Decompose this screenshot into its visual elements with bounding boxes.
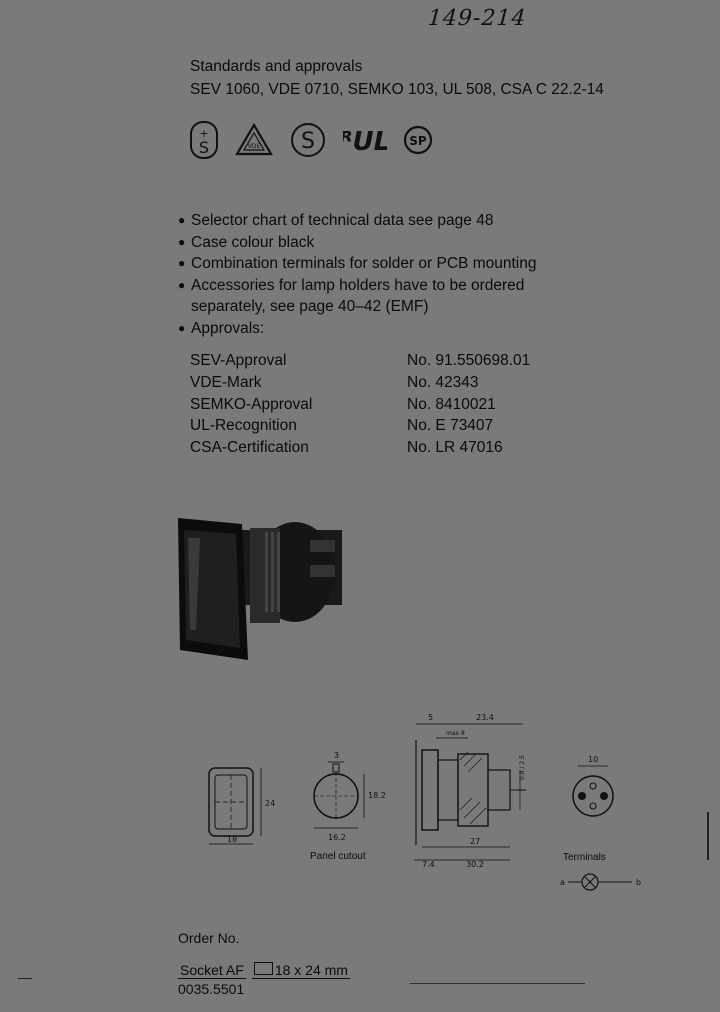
approval-number: No. 42343: [407, 373, 479, 391]
panel-cutout-drawing: 3 18.2 16.2: [300, 748, 390, 863]
semko-logo-icon: S: [288, 120, 328, 160]
svg-text:S: S: [199, 138, 209, 157]
lamp-symbol: a b: [560, 870, 650, 899]
approval-row: UL-Recognition No. E 73407: [190, 415, 530, 437]
approval-label: SEV-Approval: [190, 352, 287, 369]
order-line: Socket AF 18 x 24 mm: [178, 962, 350, 979]
feature-list: ●Selector chart of technical data see pa…: [178, 210, 536, 339]
approval-number: No. 91.550698.01: [407, 352, 531, 369]
ul-logo-icon: ᴿUL: [342, 120, 388, 160]
csa-logo-icon: SP: [402, 120, 434, 160]
sev-logo-icon: + S: [188, 120, 220, 160]
svg-text:7.4: 7.4: [422, 860, 435, 869]
svg-text:3: 3: [334, 751, 339, 760]
feature-item: ●Approvals:: [178, 318, 536, 340]
svg-text:24: 24: [265, 799, 275, 808]
order-heading: Order No.: [178, 930, 240, 946]
approval-row: VDE-Mark No. 42343: [190, 372, 530, 394]
approval-label: CSA-Certification: [190, 439, 309, 457]
order-number: 0035.5501: [178, 981, 245, 997]
approval-number: No. 8410021: [407, 395, 496, 413]
order-product: Socket AF: [178, 962, 246, 979]
front-view-drawing: 24 18: [195, 760, 285, 865]
svg-text:ᴿUL: ᴿUL: [343, 127, 387, 155]
feature-text: Combination terminals for solder or PCB …: [191, 255, 537, 272]
feature-text: Approvals:: [191, 319, 265, 337]
svg-text:5: 5: [428, 713, 433, 722]
approval-label: UL-Recognition: [190, 417, 297, 435]
margin-mark: [18, 978, 32, 979]
approval-row: SEMKO-Approval No. 8410021: [190, 394, 530, 416]
vde-logo-icon: VDE: [234, 120, 274, 160]
panel-cutout-label: Panel cutout: [310, 851, 366, 862]
svg-text:30.2: 30.2: [466, 860, 484, 869]
standards-list: SEV 1060, VDE 0710, SEMKO 103, UL 508, C…: [190, 81, 604, 98]
svg-text:18: 18: [227, 835, 237, 844]
approval-number: No. E 73407: [407, 417, 494, 435]
order-size: 18 x 24 mm: [251, 962, 350, 979]
side-view-drawing: 5 23.4 max 8 0.8 / 2.5 27 7.4 30.2: [408, 710, 548, 875]
svg-text:b: b: [636, 878, 641, 887]
svg-text:18.2: 18.2: [368, 791, 386, 800]
svg-text:SP: SP: [409, 134, 427, 148]
terminals-label: Terminals: [563, 852, 606, 863]
svg-text:0.8 / 2.5: 0.8 / 2.5: [519, 755, 526, 780]
terminals-drawing: 10: [560, 752, 640, 837]
svg-text:VDE: VDE: [248, 143, 261, 150]
svg-text:S: S: [301, 129, 315, 154]
feature-item: ●Accessories for lamp holders have to be…: [178, 275, 536, 297]
svg-text:max 8: max 8: [446, 730, 465, 737]
feature-text: Selector chart of technical data see pag…: [191, 212, 494, 229]
svg-text:23.4: 23.4: [476, 713, 494, 722]
margin-mark: [707, 812, 709, 860]
feature-item: ●Selector chart of technical data see pa…: [178, 210, 536, 232]
feature-text: Accessories for lamp holders have to be …: [191, 276, 525, 294]
order-size-text: 18 x 24 mm: [274, 962, 348, 978]
svg-text:27: 27: [470, 837, 480, 846]
approval-logos: + S VDE S ᴿUL SP: [188, 120, 434, 160]
product-photo: [170, 510, 360, 705]
standards-title: Standards and approvals: [190, 58, 363, 75]
approval-number: No. LR 47016: [407, 439, 503, 457]
svg-text:a: a: [560, 878, 565, 887]
rectangle-icon: [253, 962, 273, 975]
svg-text:10: 10: [588, 755, 598, 764]
svg-text:16.2: 16.2: [328, 833, 346, 842]
feature-item: ●Case colour black: [178, 232, 536, 254]
svg-text:+: +: [199, 127, 208, 140]
approval-row: CSA-Certification No. LR 47016: [190, 437, 530, 459]
feature-continuation: separately, see page 40–42 (EMF): [191, 298, 429, 315]
feature-text: Case colour black: [191, 233, 315, 251]
approval-label: VDE-Mark: [190, 373, 262, 391]
handwritten-note: 149-214: [427, 6, 528, 31]
divider-line: [410, 983, 585, 984]
approval-row: SEV-Approval No. 91.550698.01: [190, 350, 530, 372]
feature-item: ●Combination terminals for solder or PCB…: [178, 253, 536, 275]
approval-label: SEMKO-Approval: [190, 395, 313, 413]
